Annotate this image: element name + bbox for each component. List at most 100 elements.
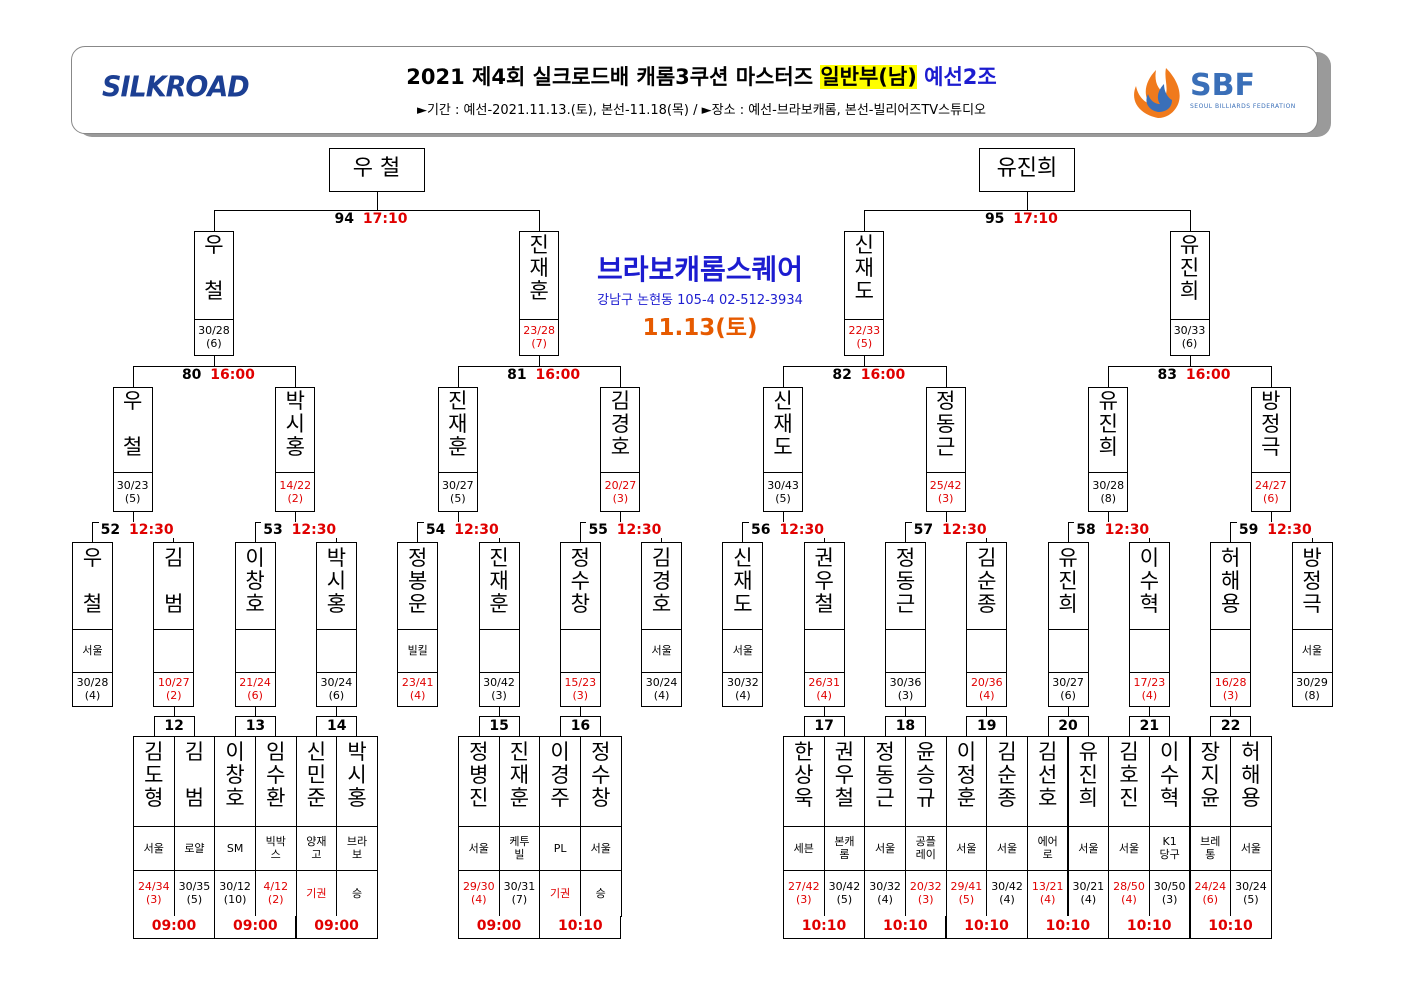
bracket-line — [1108, 511, 1110, 523]
match-number: 81 — [505, 367, 534, 383]
round1-match-label: 55 12:30 — [586, 522, 664, 538]
player-name: 진 재 훈 — [509, 740, 530, 811]
bracket-line — [783, 366, 785, 388]
player-score: 기권 — [540, 870, 580, 917]
match-number: 94 — [332, 211, 361, 227]
bracket-line — [417, 522, 419, 543]
player-score: 30/31 (7) — [499, 870, 540, 917]
bracket-line — [457, 366, 621, 367]
player-name: 정 동 근 — [875, 740, 895, 811]
player-name: 유 진 희 — [1098, 389, 1118, 460]
bracket-line — [1230, 522, 1232, 543]
player-score: 기권 — [296, 870, 337, 917]
match-time: 16:00 — [1183, 367, 1233, 383]
match-time: 12:30 — [127, 522, 176, 538]
round1-match-label: 59 12:30 — [1236, 522, 1314, 538]
qualifier-time-box: 10:10 — [783, 916, 865, 939]
bracket-line — [295, 366, 297, 388]
qualifier-time-box: 10:10 — [1026, 916, 1109, 939]
match-time: 17:10 — [1011, 211, 1060, 227]
player-club: PL — [540, 826, 580, 871]
player-name: 정 동 근 — [895, 546, 916, 617]
player-name: 김 선 호 — [1038, 740, 1058, 811]
qualifier-match-number: 13 — [234, 716, 276, 737]
player-name: 이 창 호 — [245, 546, 265, 617]
player-score: 30/21 (4) — [1068, 870, 1109, 917]
round1-player-box: 허 해 용 16/28 (3) — [1210, 542, 1252, 707]
bracket-line — [457, 511, 459, 523]
bracket-line — [132, 511, 134, 523]
player-club: 빅박 스 — [255, 826, 296, 871]
bracket-line — [620, 511, 622, 523]
bracket-line — [1189, 210, 1191, 232]
player-score: 30/27 (5) — [438, 472, 477, 512]
player-name: 허 해 용 — [1241, 740, 1261, 811]
player-score: 30/24 (5) — [1231, 870, 1271, 917]
player-club: 서울 — [1292, 629, 1332, 673]
bracket-line — [1230, 706, 1232, 716]
match-number: 83 — [1155, 367, 1184, 383]
player-club: 공플 레이 — [905, 826, 946, 871]
round1-match-label: 58 12:30 — [1074, 522, 1152, 538]
player-club: 로얄 — [174, 826, 215, 871]
match-time: 16:00 — [208, 367, 257, 383]
venue-name: 브라보캐롬스퀘어 — [596, 253, 804, 286]
bracket-line — [579, 706, 581, 716]
player-score: 22/33 (5) — [845, 319, 884, 356]
match-time: 12:30 — [452, 522, 501, 538]
player-name: 유 진 희 — [1078, 740, 1098, 811]
player-club: 서울 — [865, 826, 905, 871]
player-score: 16/28 (3) — [1211, 672, 1251, 707]
player-score: 30/32 (4) — [865, 870, 905, 917]
player-name: 김 도 형 — [144, 740, 164, 811]
player-club — [1048, 629, 1088, 673]
round1-match-label: 57 12:30 — [911, 522, 989, 538]
match-time: 12:30 — [777, 522, 826, 538]
match-time: 12:30 — [940, 522, 989, 538]
page-subtitle: ►기간 : 예선-2021.11.13.(토), 본선-11.18(목) / ►… — [416, 103, 987, 118]
match-time: 17:10 — [360, 211, 410, 227]
player-club: 서울 — [1068, 826, 1109, 871]
qualifier-match-number: 14 — [316, 716, 358, 737]
round1-match-label: 56 12:30 — [749, 522, 826, 538]
bracket-line — [864, 355, 866, 367]
player-name: 한 상 욱 — [794, 740, 814, 811]
qualifier-time-box: 09:00 — [295, 916, 378, 939]
player-name: 윤 승 규 — [916, 740, 936, 811]
bracket-line — [986, 706, 988, 716]
player-name: 정 수 창 — [570, 546, 590, 617]
player-name: 김 경 호 — [651, 546, 672, 617]
player-name: 김 경 호 — [610, 389, 631, 460]
qualifier-match-number: 20 — [1047, 716, 1089, 737]
player-club — [886, 629, 925, 673]
player-name: 우 철 — [122, 389, 143, 460]
bracket-line — [213, 210, 540, 211]
player-score: 승 — [580, 870, 621, 917]
title-group: 예선2조 — [916, 65, 997, 89]
player-name: 허 해 용 — [1221, 546, 1241, 617]
player-name: 진 재 훈 — [489, 546, 509, 617]
player-name: 이 수 혁 — [1159, 740, 1180, 811]
final-match-label: 94 17:10 — [332, 211, 410, 227]
player-name: 박 시 홍 — [285, 389, 305, 460]
player-club: 에어 로 — [1027, 826, 1068, 871]
player-club: 빌킬 — [398, 629, 438, 673]
player-name: 이 경 주 — [550, 740, 570, 811]
player-score: 30/35 (5) — [174, 870, 215, 917]
player-score: 29/41 (5) — [946, 870, 987, 917]
